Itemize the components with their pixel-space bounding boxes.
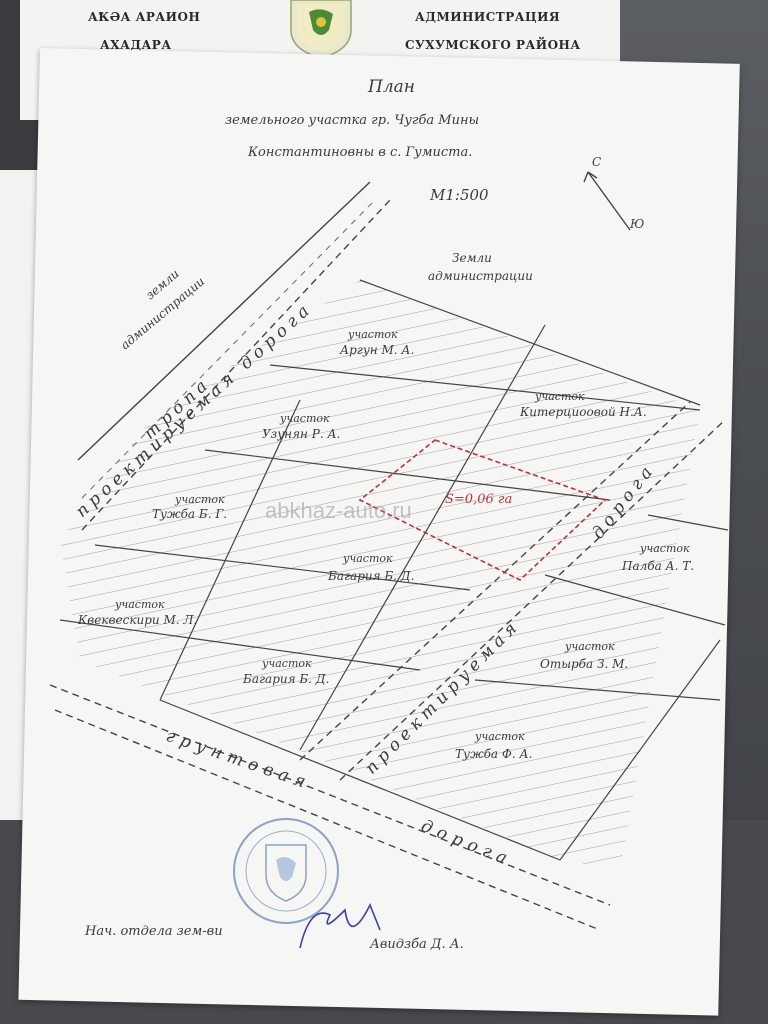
svg-text:Багария Б. Д.: Багария Б. Д. bbox=[327, 569, 414, 583]
highlighted-parcel-outline bbox=[358, 439, 607, 581]
signer-name: Авидзба Д. А. bbox=[369, 937, 464, 952]
svg-text:участок: участок bbox=[474, 730, 525, 743]
svg-text:Узунян Р. А.: Узунян Р. А. bbox=[262, 427, 340, 441]
svg-text:участок: участок bbox=[564, 640, 615, 653]
hatched-parcels-area bbox=[60, 280, 700, 870]
header-left-line1: АҞӘА АРАИОН bbox=[88, 10, 201, 24]
header-right-line2: СУХУМСКОГО РАЙОНА bbox=[405, 38, 581, 52]
boundary-line bbox=[159, 699, 561, 861]
zemli-admin-top-2: администрации bbox=[428, 269, 533, 283]
svg-text:участок: участок bbox=[342, 552, 393, 565]
plan-subtitle-2: Константиновны в с. Гумиста. bbox=[247, 145, 472, 160]
compass-south-label: Ю bbox=[629, 217, 644, 231]
svg-text:участок: участок bbox=[279, 412, 330, 425]
svg-text:участок: участок bbox=[347, 328, 398, 341]
svg-text:участок: участок bbox=[639, 542, 690, 555]
svg-text:Квеквескири М. Л.: Квеквескири М. Л. bbox=[77, 613, 197, 627]
svg-text:Китерциоовой Н.А.: Китерциоовой Н.А. bbox=[519, 405, 647, 419]
boundary-line bbox=[544, 574, 726, 626]
boundary-line bbox=[159, 399, 301, 701]
boundary-line bbox=[359, 279, 701, 406]
plan-title: План bbox=[367, 77, 415, 97]
dirt-road-edge bbox=[49, 684, 611, 906]
svg-text:участок: участок bbox=[174, 493, 225, 506]
svg-text:Палба А. Т.: Палба А. Т. bbox=[621, 559, 694, 573]
svg-text:Отырба З. М.: Отырба З. М. bbox=[540, 657, 628, 671]
svg-text:Аргун М. А.: Аргун М. А. bbox=[339, 343, 414, 357]
road-edge-line bbox=[81, 199, 391, 531]
header-left-line2: АХАДАРА bbox=[100, 38, 172, 52]
svg-text:участок: участок bbox=[261, 657, 312, 670]
boundary-line bbox=[647, 514, 729, 531]
svg-text:участок: участок bbox=[534, 390, 585, 403]
svg-text:участок: участок bbox=[114, 598, 165, 611]
watermark-text: abkhaz-auto.ru bbox=[265, 498, 412, 523]
boundary-line bbox=[299, 324, 546, 751]
svg-text:Багария Б. Д.: Багария Б. Д. bbox=[242, 672, 329, 686]
boundary-line bbox=[94, 544, 471, 591]
boundary-line bbox=[269, 364, 701, 411]
official-stamp-icon bbox=[233, 818, 339, 924]
svg-text:Тужба Б. Г.: Тужба Б. Г. bbox=[152, 507, 227, 521]
dirt-road-edge bbox=[54, 709, 601, 931]
compass-north-label: С bbox=[592, 155, 601, 169]
road-edge-line bbox=[339, 419, 726, 781]
plan-subtitle-1: земельного участка гр. Чугба Мины bbox=[225, 113, 479, 128]
boundary-line bbox=[59, 619, 421, 671]
boundary-line bbox=[559, 639, 721, 861]
north-arrow-icon bbox=[583, 171, 631, 231]
road-edge-line bbox=[81, 199, 376, 499]
coat-of-arms-icon bbox=[290, 0, 352, 58]
road-edge-line bbox=[77, 181, 371, 461]
signature-scribble bbox=[299, 903, 381, 949]
signature-caption: Нач. отдела зем-ви bbox=[84, 924, 223, 939]
zemli-admin-top-1: Земли bbox=[452, 251, 492, 265]
area-label: S=0,06 га bbox=[445, 492, 512, 507]
plan-scale: М1:500 bbox=[429, 186, 489, 204]
road-edge-line bbox=[299, 401, 691, 761]
svg-text:Тужба Ф. А.: Тужба Ф. А. bbox=[455, 747, 532, 761]
header-right-line1: АДМИНИСТРАЦИЯ bbox=[415, 10, 561, 24]
